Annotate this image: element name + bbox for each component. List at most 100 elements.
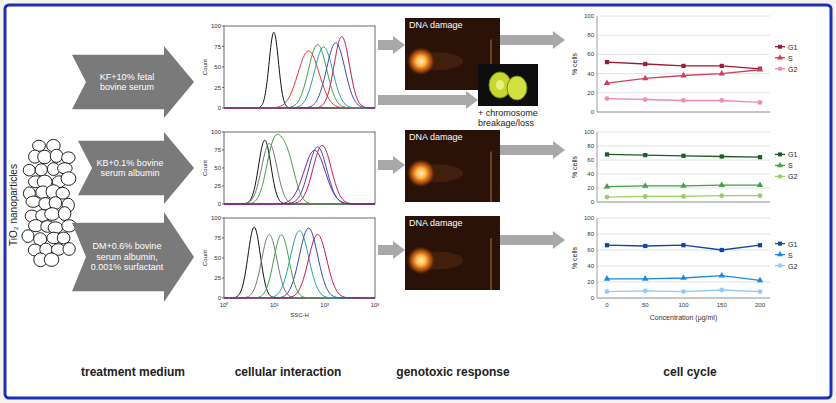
grid-line — [597, 250, 770, 251]
grid-line — [597, 132, 770, 133]
axis-tick-label: 0 — [591, 199, 594, 205]
node-text: % cells — [571, 156, 578, 178]
data-point — [680, 182, 686, 188]
axis-tick-label: 100 — [584, 215, 594, 221]
treatment-arrow: DM+0.6% bovine serum albumin, 0.001% sur… — [72, 212, 194, 302]
histogram-curve — [224, 43, 375, 108]
column-caption: cellular interaction — [235, 366, 342, 378]
data-point — [605, 243, 609, 247]
data-point — [605, 96, 610, 101]
axis-title: Concentration (µg/ml) — [650, 314, 717, 321]
axis-tick-label: 40 — [587, 171, 594, 177]
data-point — [681, 154, 685, 158]
axis-tick-label: 0 — [218, 201, 221, 207]
axis-tick-label: 20 — [587, 279, 594, 285]
comet-image: DNA damage — [405, 216, 500, 290]
comet-image: DNA damage — [405, 130, 500, 202]
chart-plot — [597, 218, 785, 298]
data-point — [680, 72, 686, 78]
axis-tick-label: 25 — [214, 275, 221, 281]
axis-line — [597, 132, 598, 202]
axis-tick-label: 25 — [214, 85, 221, 91]
data-point — [643, 62, 647, 66]
plot-frame — [224, 26, 375, 108]
axis-tick-label: 80 — [587, 231, 594, 237]
histogram-curve — [224, 140, 375, 204]
material-label: TiO₂ nanoparticles — [9, 164, 19, 246]
data-point — [720, 154, 724, 158]
axis-line — [597, 202, 770, 203]
axis-tick-label: 0 — [218, 295, 221, 301]
axis-tick — [222, 150, 224, 151]
nanoparticle — [23, 164, 35, 176]
data-point — [719, 193, 724, 198]
axis-tick-label: 0 — [591, 109, 594, 115]
legend-label: G2 — [788, 65, 797, 72]
nanoparticle — [22, 230, 34, 243]
data-point — [758, 289, 763, 294]
chromosome-inset: + chromosome breakage/loss — [478, 64, 562, 129]
axis-tick-label: 50 — [214, 255, 221, 261]
axis-tick-label: 60 — [587, 247, 594, 253]
nanoparticle — [62, 152, 75, 164]
node-text: DNA damage — [405, 130, 500, 146]
flow-arrow — [500, 145, 553, 155]
data-point — [680, 274, 686, 280]
chart-plot — [597, 132, 785, 202]
histogram-curve — [224, 37, 375, 108]
axis-tick-label: 20 — [587, 90, 594, 96]
axis-tick-label: 25 — [214, 183, 221, 189]
data-point — [719, 272, 725, 278]
chromosome-picture — [478, 64, 538, 106]
node-text: KB+0.1% bovine serum albumin — [96, 158, 164, 179]
histogram-curve — [224, 228, 375, 298]
legend-label: S — [788, 251, 793, 258]
axis-tick — [222, 26, 224, 27]
data-point — [604, 275, 610, 281]
grid-line — [597, 54, 770, 55]
nanoparticle — [58, 207, 70, 221]
grid-line — [597, 35, 770, 36]
axis-tick-label: 100 — [584, 129, 594, 135]
axis-tick-label: 40 — [587, 71, 594, 77]
column-caption: genotoxic response — [396, 366, 509, 378]
axis-tick — [222, 204, 224, 205]
flow-arrow — [378, 160, 393, 170]
histogram-curve — [224, 143, 375, 204]
data-point — [643, 153, 647, 157]
histogram-curve — [224, 235, 375, 298]
histogram-curve — [224, 227, 375, 298]
data-point — [758, 193, 763, 198]
cell-cycle-chart: % cells — [565, 126, 815, 208]
data-point — [605, 152, 609, 156]
axis-tick — [222, 298, 224, 299]
flow-arrow — [378, 245, 393, 255]
histogram-plot — [222, 218, 375, 298]
data-point — [758, 243, 762, 247]
legend-sample — [778, 66, 783, 71]
axis-tick-label: 50 — [642, 302, 649, 308]
nanoparticle — [26, 196, 40, 207]
axis-tick-label: 0 — [605, 302, 608, 308]
grid-line — [597, 202, 770, 203]
data-point — [758, 100, 763, 105]
data-point — [605, 195, 610, 200]
axis-tick — [222, 218, 224, 219]
axis-tick-label: 75 — [214, 235, 221, 241]
data-point — [643, 194, 648, 199]
column-caption: cell cycle — [663, 366, 716, 378]
legend-label: G2 — [788, 173, 797, 180]
grid-line — [597, 92, 770, 93]
axis-tick-label: 0 — [591, 295, 594, 301]
histogram-curve — [224, 147, 375, 204]
axis-line — [597, 298, 770, 299]
axis-tick — [222, 258, 224, 259]
axis-tick-label: 20 — [587, 185, 594, 191]
axis-tick-label: 10¹ — [270, 302, 279, 308]
axis-tick-label: 80 — [587, 143, 594, 149]
cell-cycle-chart: % cells — [565, 212, 815, 304]
data-point — [758, 155, 762, 159]
column-caption: treatment medium — [81, 366, 185, 378]
node-text: + chromosome breakage/loss — [478, 108, 562, 129]
histogram-curve — [224, 47, 375, 108]
